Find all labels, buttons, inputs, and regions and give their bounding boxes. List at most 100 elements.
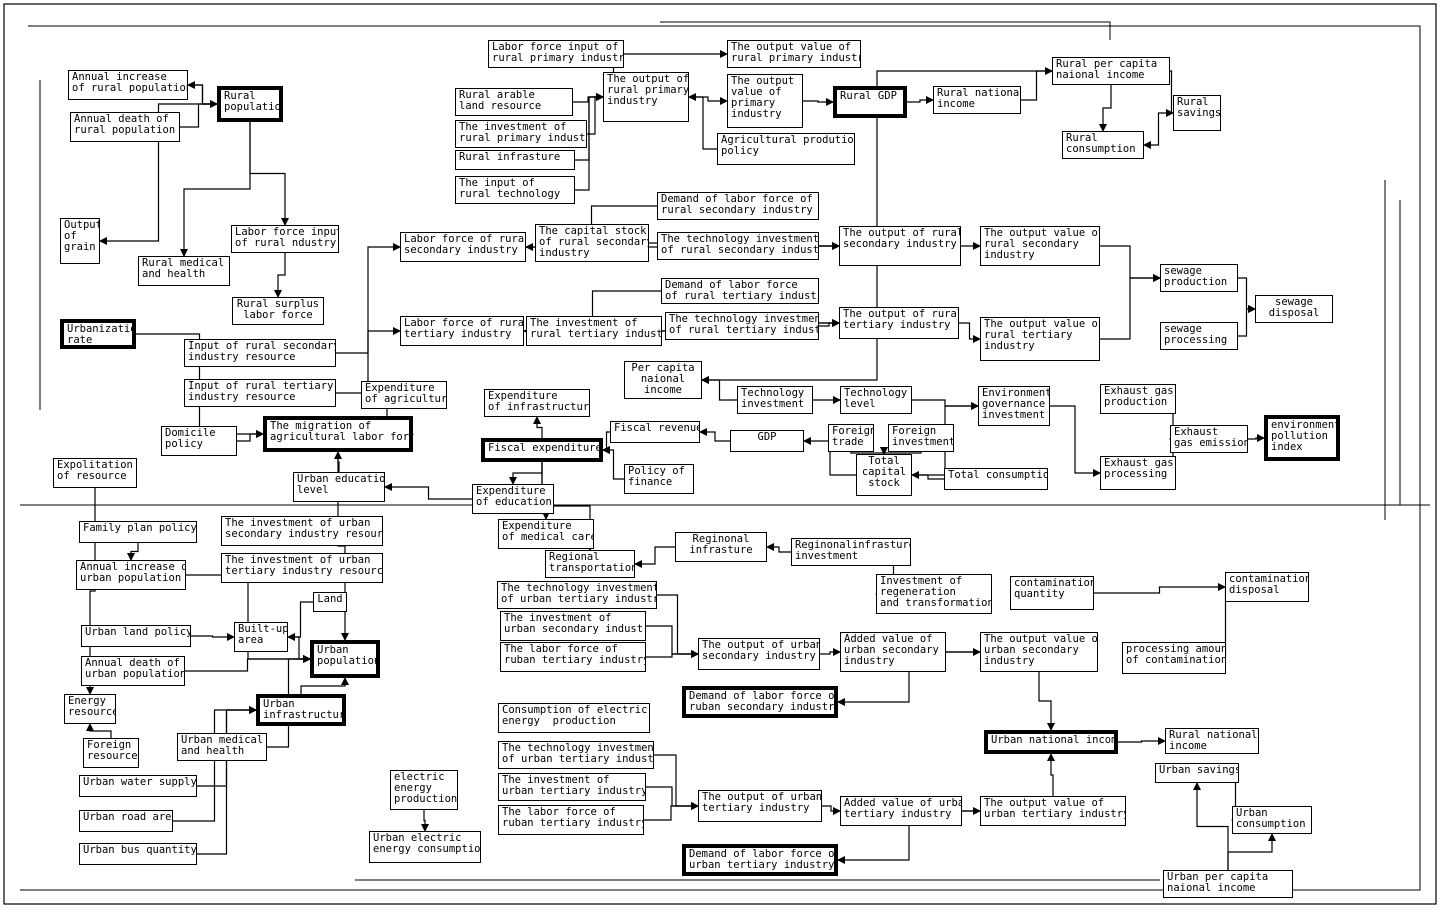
- edge-rural_per_capita_income-to-per_capita_national_income: [701, 70, 1052, 384]
- node-annual-increase-rural-pop: Annual increase of rural population: [68, 70, 188, 100]
- edge-tech_invest_urban_tertiary_2-to-output_urban_tertiary: [654, 754, 699, 810]
- node-urban-savings: Urban savings: [1155, 763, 1239, 783]
- node-tech-invest-rural-tertiary: The technology investment of rural terti…: [665, 312, 819, 340]
- edge-input_rural_technology-to-output_rural_primary: [575, 93, 604, 191]
- edge-annual_death_urban_pop-to-urban_population: [185, 655, 311, 672]
- edge-urban_national_income-to-rural_national_income_bottom: [1118, 737, 1166, 745]
- edge-electric_energy_production-to-urban_electric_consumption: [421, 810, 429, 832]
- node-rural-savings: Rural savings: [1173, 95, 1221, 131]
- node-output-value-rural-tertiary: The output value of rural tertiary indus…: [980, 317, 1100, 361]
- edge-environment_governance_investment-to-exhaust_gas_processing: [1050, 405, 1101, 477]
- node-input-rural-tertiary-resource: Input of rural tertiary industry resourc…: [184, 379, 336, 407]
- diagram-frame: [3, 3, 1437, 905]
- node-built-up-area: Built-up area: [234, 622, 288, 652]
- node-urban-per-capita-income: Urban per capita naional income: [1163, 870, 1293, 898]
- node-invest-urban-tertiary-resource: The investment of urban tertiary industr…: [221, 553, 383, 583]
- node-exhaust-gas-processing: Exhaust gas processing: [1100, 456, 1176, 490]
- edge-urban_road_area-to-urban_infrastructure: [173, 706, 257, 822]
- edge-gdp-to-fiscal_revenue: [699, 428, 730, 442]
- node-urban-population: Urban population: [310, 640, 380, 678]
- node-labor-rural-secondary: Labor force of rural secondary industry: [400, 232, 526, 262]
- node-rural-consumption: Rural consumption: [1062, 131, 1144, 159]
- node-regional-transportation: Regional transportation: [545, 550, 635, 578]
- node-output-value-rural-primary: The output value of rural primary indust…: [727, 40, 861, 68]
- edge-family_plan_policy-to-annual_increase_urban_pop: [127, 543, 139, 561]
- feedback-line: [660, 21, 1111, 40]
- node-expenditure-agriculture: Expenditure of agriculture: [361, 381, 447, 409]
- node-rural-surplus-labor: Rural surplus labor force: [232, 297, 324, 325]
- edge-output_urban_tertiary-to-added_value_urban_tertiary: [822, 805, 841, 815]
- edge-regional_infrastructure-to-regional_transportation: [634, 546, 675, 568]
- edge-output_value_primary-to-rural_gdp: [803, 98, 834, 106]
- edge-technology_level-to-environment_governance_investment: [912, 399, 979, 410]
- node-environment-governance-investment: Environment governance investment: [978, 386, 1050, 426]
- node-demand-labor-urban-tertiary: Demand of labor force of urban tertiary …: [682, 844, 838, 876]
- edge-urban_land_policy-to-built_up_area: [191, 633, 235, 641]
- node-total-consumption: Total consumption: [944, 468, 1048, 490]
- node-output-rural-primary: The output of rural primary industry: [603, 72, 689, 122]
- node-fiscal-revenue: Fiscal revenue: [610, 421, 700, 443]
- edge-policy_of_finance-to-fiscal_expenditure: [602, 446, 624, 480]
- node-annual-death-urban-pop: Annual death of urban population: [81, 656, 185, 686]
- node-tech-invest-urban-tertiary-1: The technology investment of urban terti…: [497, 581, 657, 609]
- node-regional-infrastructure: Reginonal infrasture: [675, 532, 767, 562]
- edge-fiscal_expenditure-to-expenditure_infrastructure: [533, 416, 543, 438]
- node-regional-infrastructure-investment: Reginonalinfrasture investment: [791, 538, 911, 566]
- edge-investment_urban_tertiary-to-output_urban_tertiary: [646, 786, 699, 810]
- edge-fiscal_revenue-to-fiscal_expenditure: [602, 431, 610, 454]
- node-rural-arable-land: Rural arable land resource: [455, 88, 573, 116]
- edge-contamination_quantity-to-contamination_disposal: [1094, 583, 1226, 594]
- node-input-rural-secondary-resource: Input of rural secondary industry resour…: [184, 339, 336, 367]
- edge-annual_death_rural_pop-to-rural_population: [180, 100, 218, 128]
- node-energy-resource: Energy resource: [64, 694, 116, 724]
- node-sewage-disposal: sewage disposal: [1255, 295, 1333, 323]
- node-domicile-policy: Domicile policy: [161, 426, 237, 456]
- node-expenditure-education: Expenditure of education: [472, 484, 554, 514]
- node-added-value-urban-tertiary: Added value of urban tertiary industry: [840, 796, 962, 826]
- edge-input_rural_secondary_resource-to-labor_rural_secondary: [336, 243, 401, 354]
- node-family-plan-policy: Family plan policy: [79, 521, 197, 543]
- edge-rural_population-to-output_of_grain: [99, 103, 217, 245]
- edge-urban_per_capita_income-to-urban_consumption: [1227, 833, 1276, 870]
- node-urban-bus-quantity: Urban bus quantity: [79, 843, 197, 865]
- edge-output_value_urban_tertiary-to-urban_national_income: [1047, 753, 1055, 796]
- edge-built_up_area-to-urban_population: [288, 636, 311, 663]
- node-annual-death-rural-pop: Annual death of rural population: [70, 112, 180, 142]
- node-annual-increase-urban-pop: Annual increase of urban population: [76, 560, 186, 590]
- edge-urban_per_capita_income-to-urban_savings: [1193, 782, 1229, 870]
- node-sewage-production: sewage production: [1160, 264, 1238, 292]
- edge-labor_input_rural_industry-to-rural_surplus_labor: [274, 253, 286, 298]
- node-rural-national-income-top: Rural national income: [933, 86, 1021, 114]
- node-contamination-quantity: contamination quantity: [1010, 576, 1094, 610]
- edge-output_urban_secondary-to-added_value_urban_secondary: [820, 648, 841, 656]
- node-foreign-trade: Foreign trade: [828, 424, 874, 452]
- node-exhaust-gas-emission: Exhaust gas emission: [1170, 425, 1248, 453]
- edge-output_value_rural_secondary-to-sewage_production: [1100, 245, 1161, 282]
- edge-rural_arable_land-to-output_rural_primary: [573, 93, 604, 103]
- node-total-capital-stock: Total capital stock: [856, 454, 912, 496]
- node-contamination-disposal: contamination disposal: [1225, 572, 1309, 602]
- feedback-line: [20, 25, 1421, 891]
- node-rural-per-capita-income: Rural per capita naional income: [1052, 57, 1170, 85]
- edge-input_rural_tertiary_resource-to-labor_rural_tertiary: [336, 327, 401, 394]
- node-urban-water-supply: Urban water supply: [79, 775, 197, 797]
- node-output-value-urban-secondary: The output value of urban secondary indu…: [980, 632, 1098, 672]
- node-labor-input-rural-industry: Labor force input of rural ndustry: [231, 225, 339, 253]
- node-urban-land-policy: Urban land policy: [81, 625, 191, 647]
- node-output-urban-secondary: The output of urban secondary industry: [698, 638, 820, 670]
- node-urban-medical-health: Urban medical and health: [177, 733, 267, 761]
- node-investment-rural-tertiary: The investment of rural tertiary industr…: [526, 316, 662, 346]
- node-fiscal-expenditure: Fiscal expenditure: [481, 438, 603, 462]
- edge-rural_savings-to-rural_consumption: [1143, 112, 1173, 149]
- edge-fiscal_expenditure-to-expenditure_education: [509, 462, 543, 485]
- edge-output_rural_tertiary-to-output_value_rural_tertiary: [959, 322, 981, 343]
- edge-regional_infrastructure_investment-to-regional_infrastructure: [766, 543, 791, 553]
- node-demand-labor-rural-secondary: Demand of labor force of rural secondary…: [657, 192, 819, 220]
- node-technology-level: Technology level: [840, 386, 912, 414]
- edge-annual_increase_rural_pop-to-rural_population: [188, 84, 218, 108]
- edge-rural_population-to-rural_medical_health: [180, 122, 251, 257]
- node-urban-consumption: Urban consumption: [1232, 806, 1312, 834]
- node-urban-electric-consumption: Urban electric energy consumption: [369, 831, 481, 863]
- node-investment-rural-primary: The investment of rural primary industry: [455, 120, 587, 148]
- node-capital-stock-rural-secondary: The capital stock of rural secondary ind…: [535, 224, 649, 262]
